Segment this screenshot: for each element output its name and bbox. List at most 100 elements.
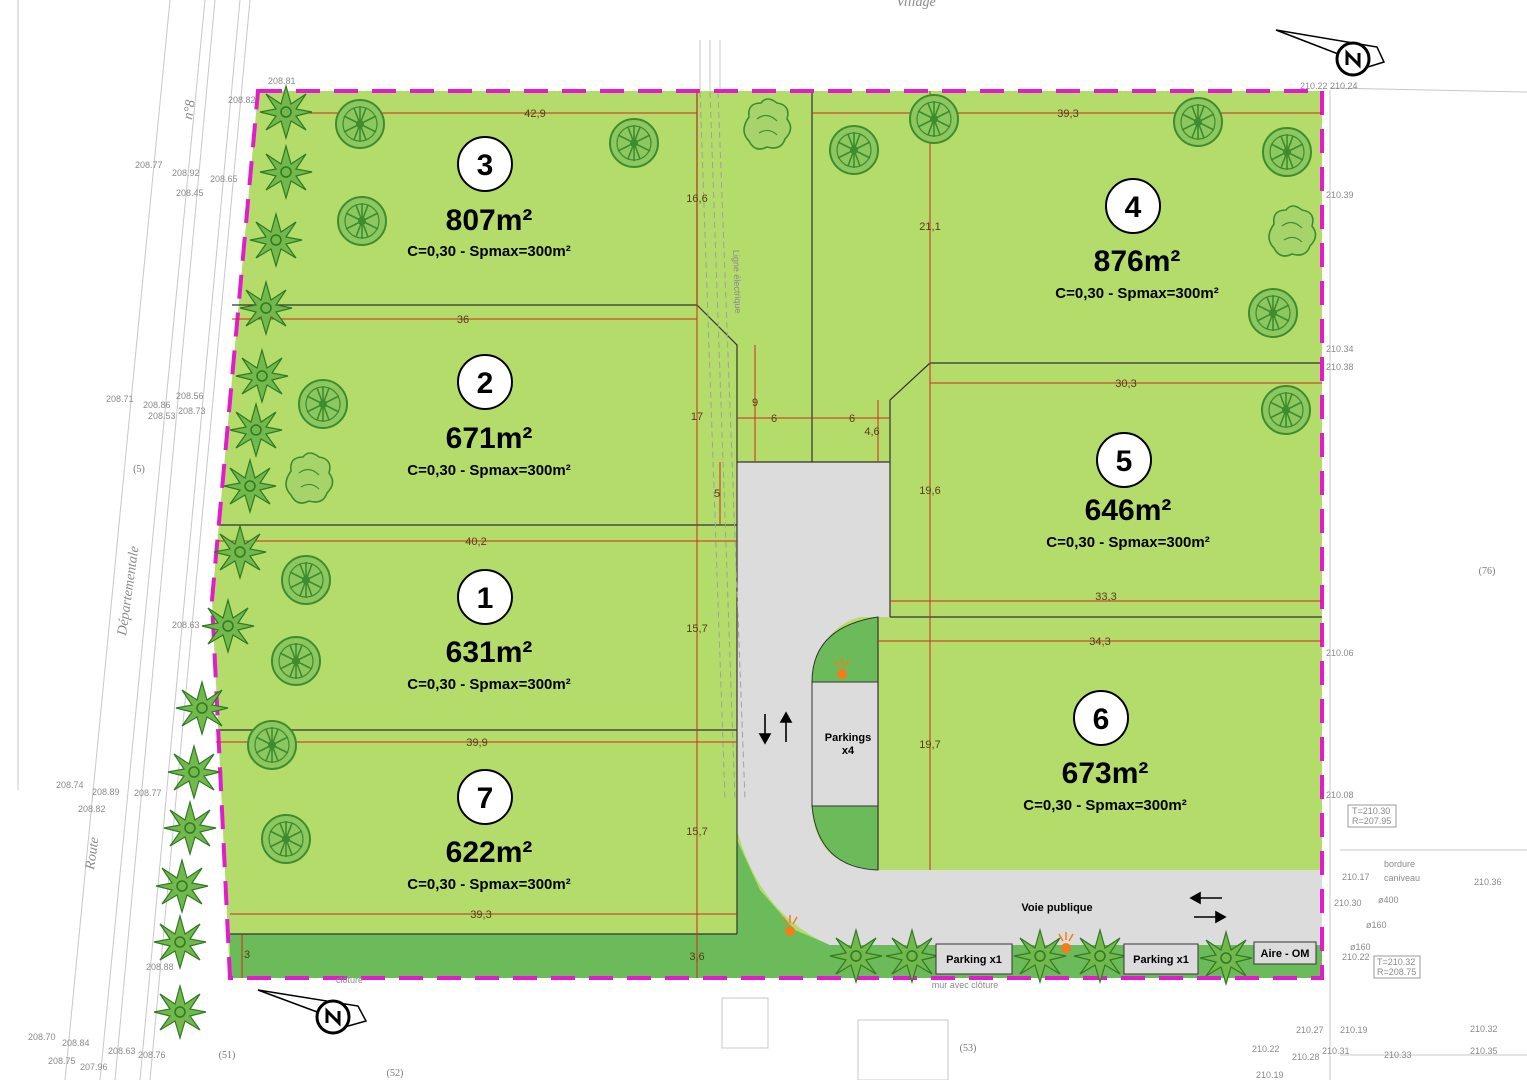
dimension-label: 42,9 [524, 108, 545, 120]
lot-rule: C=0,30 - Spmax=300m² [407, 676, 570, 693]
lot-6: 6 673m² C=0,30 - Spmax=300m² [1023, 690, 1187, 814]
lot-number: 2 [477, 367, 494, 400]
lot-rule: C=0,30 - Spmax=300m² [1055, 285, 1218, 302]
elevation-point: 210.19 [1340, 1025, 1368, 1035]
marker: ø160 [1350, 942, 1371, 952]
parking-count: x4 [842, 745, 855, 757]
tree-icon [261, 814, 311, 864]
dimension-label: 4,6 [864, 426, 879, 438]
parcel-number: (53) [960, 1043, 977, 1054]
elevation-point: 208.63 [108, 1046, 136, 1056]
dimension-label: 34,3 [1089, 636, 1110, 648]
elevation-point: 210.28 [1292, 1052, 1320, 1062]
survey-background [17, 0, 1527, 1080]
elevation-point: 210.34 [1326, 344, 1354, 354]
lot-number-badge [1073, 690, 1129, 746]
elevation-point: 210.27 [1296, 1025, 1324, 1035]
lot-area: 671m² [446, 422, 533, 455]
elevation-point: 210.17 [1342, 872, 1370, 882]
dimension-label: 30,3 [1115, 378, 1136, 390]
dimension-labels: 42,9 39,3 16,6 21,1 36 30,3 17 9 6 6 4,6… [244, 108, 1137, 963]
parcel-number: (76) [1479, 566, 1496, 577]
lot-2: 2 671m² C=0,30 - Spmax=300m² [407, 354, 571, 479]
dimension-label: 9 [752, 397, 758, 409]
elevation-point: 210.06 [1326, 648, 1354, 658]
elevation-point: 210.30 [1334, 898, 1362, 908]
road-word: Route [83, 836, 103, 871]
marker: R=207.95 [1352, 816, 1391, 826]
north-arrow-icon [1275, 29, 1386, 77]
dimension-label: 33,3 [1095, 591, 1116, 603]
lot-4: 4 876m² C=0,30 - Spmax=300m² [1055, 178, 1219, 302]
lot-7: 7 622m² C=0,30 - Spmax=300m² [407, 769, 571, 893]
lot-area: 622m² [446, 836, 533, 869]
elevation-point: 208.63 [172, 620, 200, 630]
elevation-point: 207.96 [80, 1062, 108, 1072]
elevation-point: 208.76 [138, 1050, 166, 1060]
lot-number: 3 [477, 149, 494, 182]
elevation-point: 210.35 [1470, 1046, 1498, 1056]
elevation-point: 210.33 [1384, 1050, 1412, 1060]
elevation-point: 210.08 [1326, 790, 1354, 800]
tree-icon [1173, 97, 1223, 147]
elevation-point: 208.56 [176, 391, 204, 401]
lot-area: 876m² [1094, 245, 1181, 278]
tree-icon [337, 196, 387, 246]
tree-icon [298, 379, 348, 429]
dimension-label: 17 [691, 411, 703, 423]
elevation-point: 208.82 [228, 95, 256, 105]
lot-number-badge [1105, 178, 1161, 234]
tree-icon [909, 94, 959, 144]
lot-number-badge [457, 136, 513, 192]
tree-icon [271, 636, 321, 686]
elevation-point: 210.39 [1326, 190, 1354, 200]
parking-space-1-label: Parking x1 [946, 954, 1002, 966]
tree-icon [609, 118, 659, 168]
elevation-point: 208.53 [148, 411, 176, 421]
dimension-label: 40,2 [465, 536, 486, 548]
site-boundary [209, 89, 1324, 980]
elevation-point: 208.84 [62, 1038, 90, 1048]
elevation-point: 208.45 [176, 188, 204, 198]
elevation-points-left: 208.81 208.82 208.77 208.92 208.45 208.6… [28, 76, 296, 1072]
lot-rule: C=0,30 - Spmax=300m² [1046, 534, 1209, 551]
elevation-point: 208.89 [92, 787, 120, 797]
tree-icon [1261, 385, 1311, 435]
lot-number-badge [457, 354, 513, 410]
lot-area: 673m² [1062, 757, 1149, 790]
bush-icon [1268, 205, 1317, 257]
elevation-point: 208.77 [135, 160, 163, 170]
elevation-point: 208.77 [134, 788, 162, 798]
parking-label: Parkings [825, 732, 871, 744]
dimension-label: 3,6 [689, 951, 704, 963]
elevation-point: 210.31 [1322, 1046, 1350, 1056]
tree-icon [1262, 127, 1312, 177]
parcel-number: (51) [219, 1050, 236, 1061]
elevation-points-right: 210.22 210.24 210.39 210.34 210.38 210.0… [1252, 81, 1502, 1080]
parking-space-2-label: Parking x1 [1133, 954, 1189, 966]
dimension-label: 39,3 [1057, 108, 1078, 120]
elevation-point: 210.38 [1326, 362, 1354, 372]
tree-icon [829, 125, 879, 175]
parcel-number: (52) [387, 1068, 404, 1079]
elevation-point: 210.22 [1342, 952, 1370, 962]
village-label: Village [896, 0, 935, 10]
tree-icon [335, 99, 385, 149]
palm-icon [153, 985, 207, 1039]
tree-icon [247, 720, 297, 770]
lot-area: 646m² [1085, 494, 1172, 527]
dimension-label: 21,1 [919, 221, 940, 233]
elevation-point: 210.24 [1330, 81, 1358, 91]
lot-area: 807m² [446, 204, 533, 237]
palm-icon [167, 745, 221, 799]
lot-3: 3 807m² C=0,30 - Spmax=300m² [407, 136, 571, 260]
marker: ø160 [1366, 920, 1387, 930]
dimension-lines [216, 91, 1322, 978]
lot-number-badge [457, 769, 513, 825]
marker: ø400 [1378, 895, 1399, 905]
road-word: Départementale [115, 545, 143, 637]
lot-rule: C=0,30 - Spmax=300m² [1023, 797, 1186, 814]
dimension-label: 15,7 [686, 623, 707, 635]
lot-rule: C=0,30 - Spmax=300m² [407, 462, 570, 479]
